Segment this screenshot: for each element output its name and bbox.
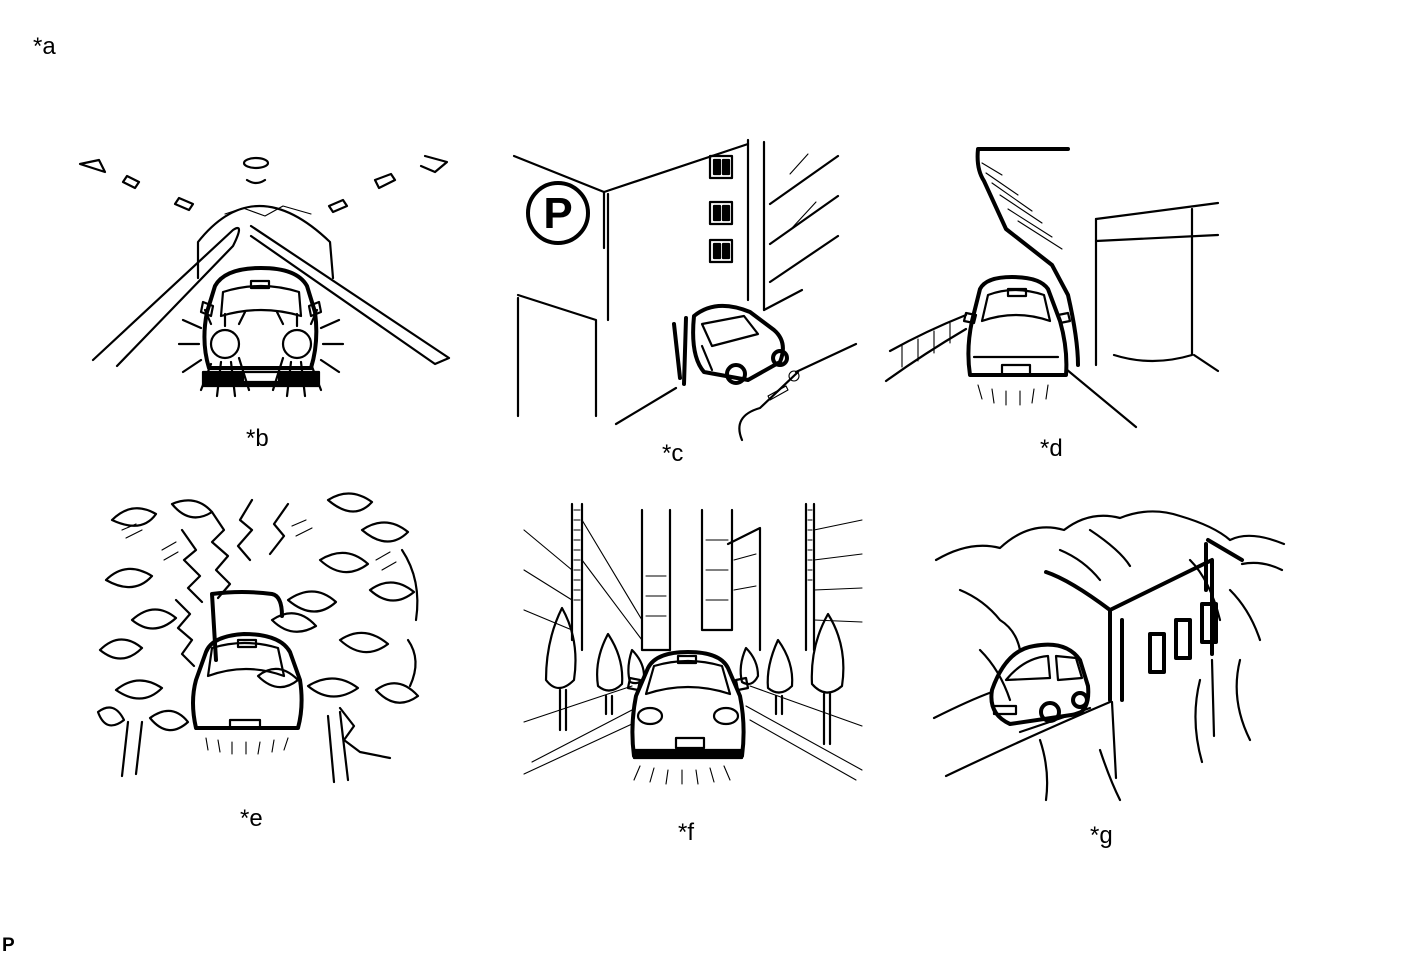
road-far-edge <box>1240 561 1284 572</box>
road-edges <box>120 710 350 784</box>
parking-garage-illustration: P <box>512 138 858 442</box>
car-front <box>199 266 323 388</box>
road-edge-right <box>249 224 451 366</box>
parking-sign: P <box>526 181 590 245</box>
city-buildings <box>523 502 863 652</box>
footer-mark: P <box>2 935 15 956</box>
street-trees <box>544 606 845 746</box>
panel-label-b: *b <box>246 425 269 452</box>
street-edges <box>523 685 863 781</box>
panel-label-e: *e <box>240 805 263 832</box>
overpass-structure <box>975 147 1220 373</box>
figure-label: *a <box>33 33 56 60</box>
guardrail <box>884 313 968 383</box>
city-street-illustration <box>523 502 863 785</box>
tunnel-ceiling-lights <box>78 154 449 214</box>
forest-road-illustration <box>96 492 420 784</box>
entrance-road <box>614 342 858 442</box>
tunnel-facade <box>1044 538 1244 780</box>
tunnel-portal <box>196 204 335 280</box>
car-entering-garage <box>672 304 789 386</box>
car-front <box>191 590 304 755</box>
parking-sign-letter: P <box>543 189 572 238</box>
building-windows <box>708 154 734 264</box>
headlight-beams <box>177 308 345 398</box>
road-edge-left <box>91 226 241 368</box>
foliage-hatching <box>121 519 397 571</box>
tunnel-illustration <box>78 154 451 398</box>
underpass-illustration <box>884 147 1220 429</box>
panel-label-c: *c <box>662 440 684 467</box>
car-side <box>989 642 1091 726</box>
parking-building <box>512 138 840 418</box>
panel-label-g: *g <box>1090 822 1113 849</box>
mountain-tunnel-illustration <box>932 510 1286 802</box>
car-front <box>962 275 1072 406</box>
road-edges <box>932 690 1112 778</box>
road-edge <box>1064 367 1138 429</box>
panel-label-d: *d <box>1040 435 1063 462</box>
car-front <box>626 650 750 785</box>
foliage <box>96 492 420 760</box>
panel-label-f: *f <box>678 819 695 846</box>
